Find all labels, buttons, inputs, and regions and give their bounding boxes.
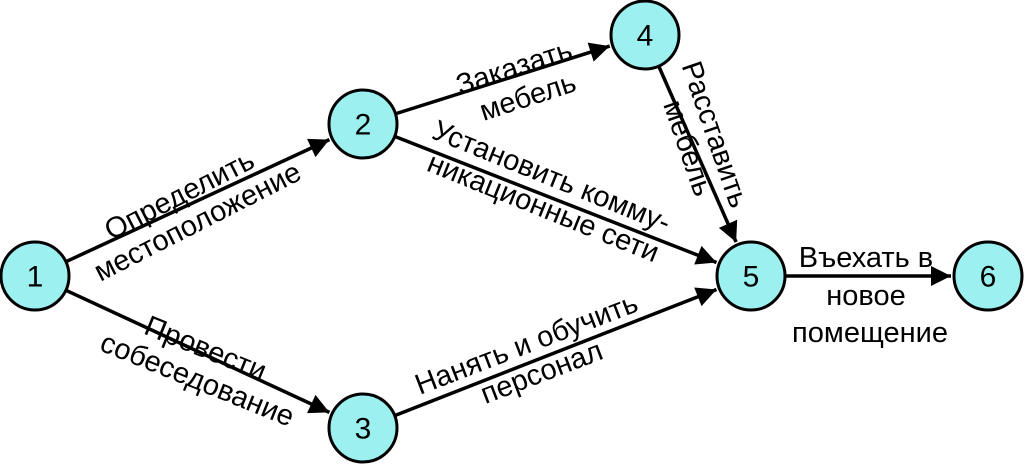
node-2-circle xyxy=(327,88,399,160)
edge-3-5-arrow xyxy=(394,287,718,417)
node-3-circle xyxy=(327,392,399,464)
edge-2-4-arrow xyxy=(395,42,611,116)
edge-labels: Определить местоположение Провести собес… xyxy=(74,32,948,433)
node-1: 1 xyxy=(0,240,71,312)
edge-1-3-arrow xyxy=(66,289,331,414)
edge-3-5-label: Нанять и обучить персонал xyxy=(411,284,662,431)
edge-4-5-arrow xyxy=(657,66,738,243)
node-4-label: 4 xyxy=(637,20,654,53)
node-5: 5 xyxy=(715,240,787,312)
edge-5-6-label-line1: Въехать в xyxy=(799,242,933,274)
node-3-label: 3 xyxy=(355,413,372,446)
node-1-circle xyxy=(0,240,71,312)
edge-5-6-label-line3: помещение xyxy=(792,317,948,349)
edge-4-5-label: Расставить мебель xyxy=(646,57,757,229)
edge-1-2-arrow xyxy=(66,138,331,263)
edge-1-2-label: Определить местоположение xyxy=(74,128,306,288)
node-6-label: 6 xyxy=(980,261,997,294)
node-5-circle xyxy=(715,240,787,312)
node-1-label: 1 xyxy=(27,261,44,294)
edge-2-5-label: Установить комму- никационные сети xyxy=(416,115,683,272)
node-6: 6 xyxy=(952,240,1024,312)
edge-2-4-label: Заказать мебель xyxy=(452,32,594,132)
edges xyxy=(66,42,951,417)
node-6-circle xyxy=(952,240,1024,312)
edge-2-5-arrow xyxy=(394,135,718,265)
edge-5-6-label-line2: новое xyxy=(826,280,905,312)
node-2-label: 2 xyxy=(355,109,372,142)
node-2: 2 xyxy=(327,88,399,160)
edge-5-6-label: Въехать в новое помещение xyxy=(792,242,948,349)
node-5-label: 5 xyxy=(743,261,760,294)
node-4: 4 xyxy=(609,0,681,71)
node-3: 3 xyxy=(327,392,399,464)
node-4-circle xyxy=(609,0,681,71)
